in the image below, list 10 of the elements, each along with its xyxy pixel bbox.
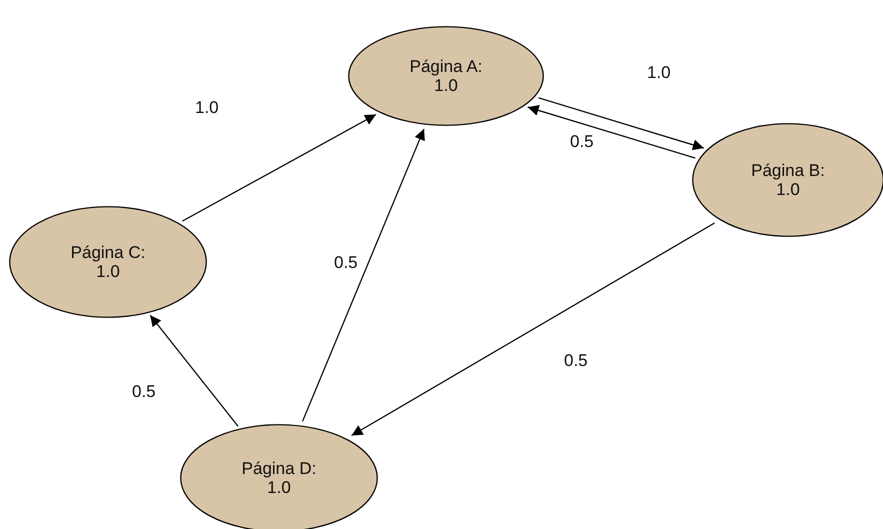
arrow <box>302 128 425 422</box>
page-label: Página B: 1.0 <box>750 161 826 199</box>
arrow <box>150 314 239 427</box>
arrow <box>538 97 704 150</box>
page-label: Página C: 1.0 <box>70 243 146 281</box>
arrow <box>351 222 715 436</box>
page-label: Página A: 1.0 <box>408 57 484 95</box>
arrow <box>528 105 696 159</box>
arrow <box>182 114 376 222</box>
page-label: Página D: 1.0 <box>240 459 318 497</box>
